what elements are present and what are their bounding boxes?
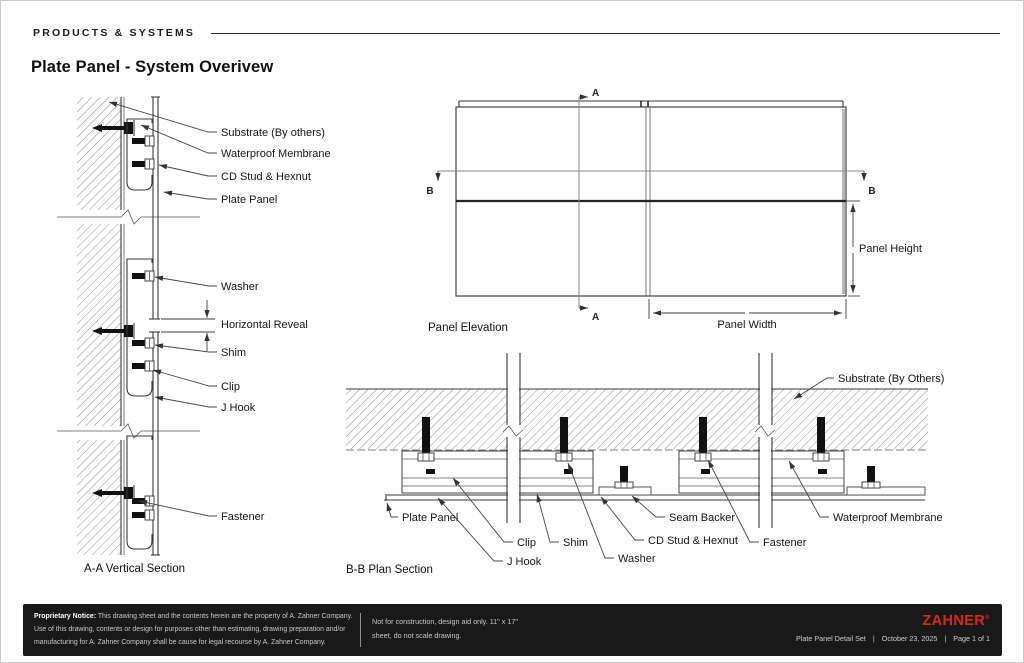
label-fastener: Fastener: [221, 511, 265, 523]
stud-bolts: [132, 135, 155, 521]
vertical-members: [502, 353, 776, 528]
proprietary-line-2: Use of this drawing, contents or design …: [34, 626, 346, 633]
anchor-studs: [417, 417, 830, 462]
plan-label-cd-stud-hexnut: CD Stud & Hexnut: [648, 535, 738, 547]
plan-panel-face: [384, 494, 925, 501]
footer-bar: Proprietary Notice: This drawing sheet a…: [23, 604, 1002, 656]
section-marker-b-right: B: [868, 186, 875, 197]
sheet-title: Plate Panel Detail Set: [796, 634, 866, 643]
panel-width-dimension: Panel Width: [648, 299, 847, 331]
label-waterproof-membrane: Waterproof Membrane: [221, 148, 331, 160]
caption-aa-vertical-section: A-A Vertical Section: [84, 563, 185, 575]
products-systems-eyebrow: PRODUCTS & SYSTEMS: [33, 27, 196, 39]
header-rule: [211, 33, 1000, 34]
reveal-dimension: [161, 300, 215, 351]
brand-block: ZAHNER® Plate Panel Detail Set | October 2…: [796, 613, 990, 643]
panel-height-dimension: Panel Height: [846, 200, 922, 297]
plan-label-clip: Clip: [517, 537, 536, 549]
section-line-aa: A A: [578, 88, 599, 323]
label-panel-height: Panel Height: [859, 243, 922, 255]
aa-vertical-section-drawing: Substrate (By others) Waterproof Membran…: [57, 96, 331, 575]
proprietary-line-1: Proprietary Notice: This drawing sheet a…: [34, 613, 353, 620]
plan-label-plate-panel: Plate Panel: [402, 512, 458, 524]
plan-label-seam-backer: Seam Backer: [669, 512, 735, 524]
usage-note-line-1: Not for construction, design aid only. 1…: [372, 617, 518, 626]
break-line-upper: [57, 209, 200, 225]
plan-label-substrate: Substrate (By Others): [838, 373, 944, 385]
header: PRODUCTS & SYSTEMS: [33, 27, 1000, 39]
caption-panel-elevation: Panel Elevation: [428, 322, 508, 334]
proprietary-label: Proprietary Notice:: [34, 613, 97, 620]
bb-plan-section-drawing: Substrate (By Others) Plate Panel Clip J…: [346, 353, 944, 576]
substrate-hatch: [77, 97, 121, 555]
label-j-hook: J Hook: [221, 402, 256, 414]
plan-label-fastener: Fastener: [763, 537, 807, 549]
label-cd-stud-hexnut: CD Stud & Hexnut: [221, 171, 311, 183]
label-plate-panel: Plate Panel: [221, 194, 277, 206]
label-washer: Washer: [221, 281, 259, 293]
section-marker-b-left: B: [426, 186, 433, 197]
label-horizontal-reveal: Horizontal Reveal: [221, 319, 308, 331]
plan-substrate-hatch: [346, 389, 928, 449]
break-line-lower: [57, 423, 200, 439]
label-clip: Clip: [221, 381, 240, 393]
plan-label-shim: Shim: [563, 537, 588, 549]
sheet-date: October 23, 2025: [881, 634, 938, 643]
panel-elevation-drawing: B B A A Panel Height: [426, 88, 922, 334]
zahner-logo: ZAHNER®: [922, 613, 990, 629]
usage-note-line-2: sheet, do not scale drawing.: [372, 631, 462, 640]
meta-separator: |: [944, 634, 947, 643]
meta-separator: |: [872, 634, 875, 643]
proprietary-notice: Proprietary Notice: This drawing sheet a…: [34, 610, 352, 649]
footer-divider: [360, 613, 361, 647]
page-title: Plate Panel - System Overivew: [31, 58, 274, 76]
caption-bb-plan-section: B-B Plan Section: [346, 564, 433, 576]
sheet-meta: Plate Panel Detail Set | October 23, 2025 |…: [796, 634, 990, 643]
usage-note: Not for construction, design aid only. 1…: [372, 615, 518, 643]
label-shim: Shim: [221, 347, 246, 359]
label-panel-width: Panel Width: [717, 319, 776, 331]
seam-backer-assemblies: [598, 466, 926, 496]
section-line-bb: B B: [426, 170, 876, 197]
section-marker-a-top: A: [592, 88, 599, 99]
plan-label-j-hook: J Hook: [507, 556, 542, 568]
sheet-page: Page 1 of 1: [953, 634, 990, 643]
plan-label-washer: Washer: [618, 553, 656, 565]
label-substrate: Substrate (By others): [221, 127, 325, 139]
registered-mark: ®: [985, 615, 990, 622]
plan-label-waterproof-membrane: Waterproof Membrane: [833, 512, 943, 524]
j-hook-channels: [126, 118, 153, 550]
proprietary-line-3: manufacturing for A. Zahner Company shal…: [34, 639, 326, 646]
section-marker-a-bottom: A: [592, 312, 599, 323]
